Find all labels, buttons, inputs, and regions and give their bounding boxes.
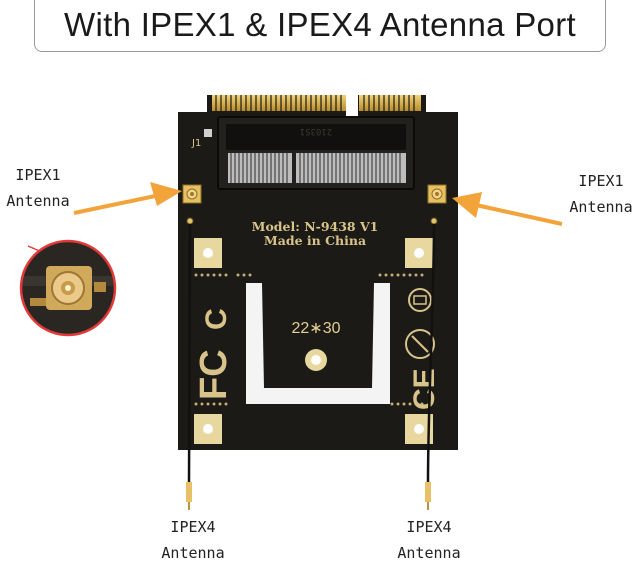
label-ipex1-right-line2: Antenna: [569, 198, 633, 216]
smd-pad: [204, 129, 212, 137]
made-in-text: Made in China: [264, 233, 366, 248]
m2-slot-cutout: 22∗30: [246, 283, 390, 404]
ipex-zoom-inset: [19, 239, 117, 337]
label-ipex4-right-line2: Antenna: [397, 544, 461, 562]
m2-connector: 2103S1: [217, 116, 415, 190]
ipex1-connector-left: [182, 184, 202, 204]
label-ipex4-left: IPEX4 Antenna: [152, 514, 234, 566]
label-ipex4-right: IPEX4 Antenna: [388, 514, 470, 566]
label-ipex4-left-line2: Antenna: [161, 544, 225, 562]
arrow-right: [452, 192, 563, 226]
pcb-board: 2103S1: [178, 95, 458, 510]
label-ipex1-left-line1: IPEX1: [15, 166, 61, 184]
mount-pad-bottom-left: [194, 414, 222, 444]
svg-text:CE: CE: [408, 368, 441, 410]
label-ipex4-right-line1: IPEX4: [406, 518, 452, 536]
mount-pad-top-right: [405, 238, 433, 268]
title-banner: With IPEX1 & IPEX4 Antenna Port: [34, 0, 606, 52]
title-text: With IPEX1 & IPEX4 Antenna Port: [64, 6, 576, 43]
edge-contacts-right: [359, 95, 421, 111]
connector-marking: 2103S1: [300, 126, 333, 136]
size-marking: 22∗30: [292, 320, 341, 337]
arrow-left: [73, 182, 182, 215]
edge-contacts-left: [212, 95, 346, 111]
mount-pad-top-left: [194, 238, 222, 268]
ipex4-antenna-right: [425, 217, 438, 510]
label-ipex1-left-line2: Antenna: [6, 192, 70, 210]
ipex1-connector-right: [427, 184, 447, 204]
svg-text:C: C: [200, 308, 233, 330]
rohs-logo: [405, 288, 435, 359]
silkscreen-j1: J1: [191, 138, 201, 149]
model-text: Model: N-9438 V1: [252, 219, 379, 234]
label-ipex1-left: IPEX1 Antenna: [0, 162, 76, 214]
perforation-dots: [194, 273, 424, 406]
fcc-ce-logos: FC C CE: [193, 308, 441, 410]
label-ipex4-left-line1: IPEX4: [170, 518, 216, 536]
ipex4-antenna-left: [186, 217, 194, 510]
label-ipex1-right-line1: IPEX1: [578, 172, 624, 190]
label-ipex1-right: IPEX1 Antenna: [562, 168, 640, 220]
svg-text:FC: FC: [193, 349, 235, 400]
